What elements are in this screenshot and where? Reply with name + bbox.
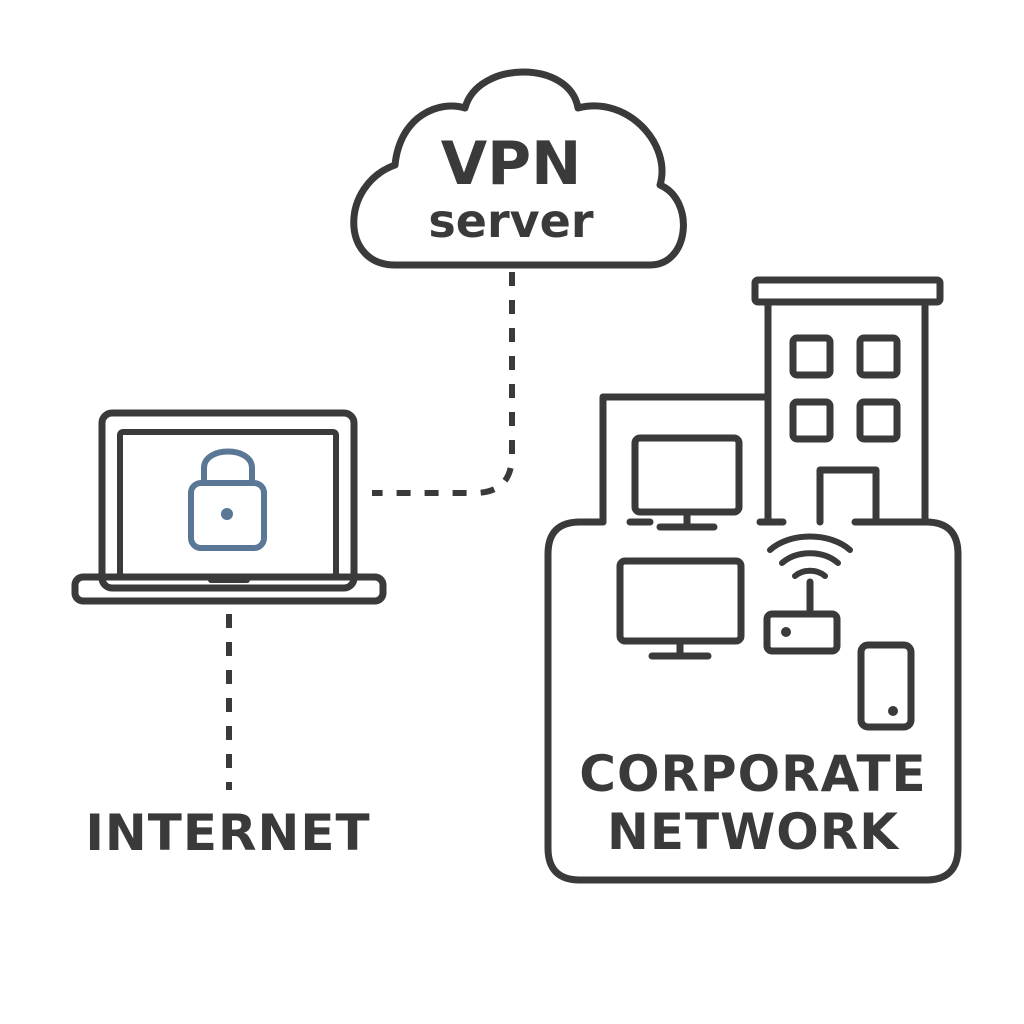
laptop-node	[71, 409, 387, 605]
laptop-lid	[98, 409, 358, 592]
internet-label: INTERNET	[85, 804, 370, 862]
vpn-server-subtitle: server	[428, 194, 593, 248]
laptop-hinge	[208, 577, 250, 583]
connector-laptop-vpn	[372, 272, 515, 496]
monitor-icon	[616, 557, 745, 660]
building-icon	[599, 276, 944, 526]
vpn-server-title: VPN	[441, 129, 582, 199]
padlock-icon	[188, 448, 267, 551]
cloud-icon	[350, 68, 687, 269]
corporate-network-label-line2: NETWORK	[607, 803, 900, 861]
network-box	[544, 518, 962, 884]
corporate-network-node: CORPORATE NETWORK	[544, 276, 962, 884]
monitor-icon	[631, 434, 743, 531]
wifi-router-icon	[763, 533, 853, 655]
smartphone-icon	[857, 641, 915, 731]
vpn-server-node: VPN server	[350, 68, 687, 269]
corporate-network-label-line1: CORPORATE	[579, 745, 926, 803]
